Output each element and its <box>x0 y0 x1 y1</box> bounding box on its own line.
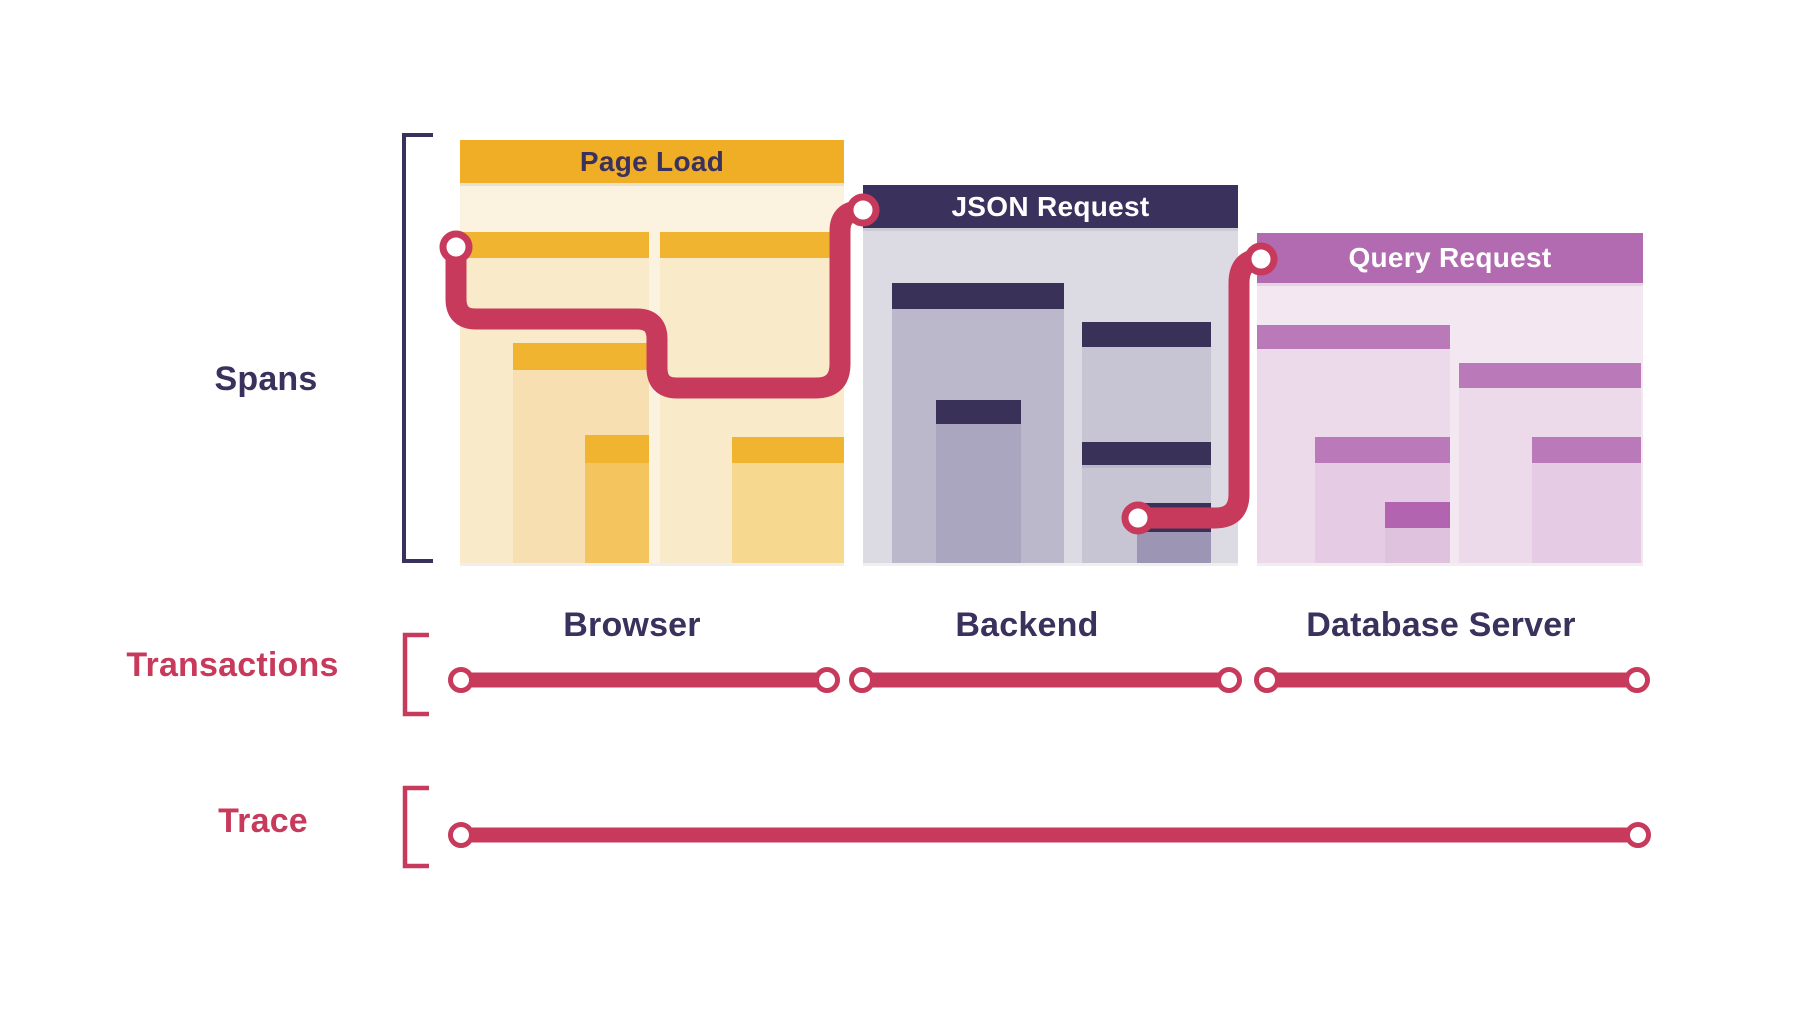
span-body <box>1532 463 1641 563</box>
query-request-transaction-card: Query Request <box>1257 233 1643 563</box>
page-load-title: Page Load <box>460 140 844 183</box>
json-request-transaction-card: JSON Request <box>863 185 1238 563</box>
span-bar <box>1082 442 1211 465</box>
span-body <box>1137 532 1211 563</box>
database-server-column-label: Database Server <box>1306 606 1576 644</box>
span-bar <box>1082 322 1211 347</box>
transactions-bracket <box>402 632 429 717</box>
span-body <box>1385 528 1450 563</box>
transaction-endpoint <box>1624 667 1650 693</box>
span-bar <box>460 232 649 258</box>
span-bar <box>936 400 1021 424</box>
span-bar <box>732 437 844 463</box>
span-bar <box>1532 437 1641 463</box>
transaction-endpoint <box>448 667 474 693</box>
query-request-title: Query Request <box>1257 233 1643 283</box>
backend-column-label: Backend <box>955 606 1099 644</box>
span-bar <box>1137 503 1211 532</box>
span-bar <box>1385 502 1450 528</box>
browser-column-label: Browser <box>563 606 701 644</box>
json-request-title: JSON Request <box>863 185 1238 228</box>
span-bar <box>660 232 844 258</box>
spans-section-label: Spans <box>214 360 318 398</box>
span-body <box>585 463 649 563</box>
span-body <box>936 424 1021 563</box>
span-bar <box>1315 437 1450 463</box>
trace-endpoint <box>448 822 474 848</box>
transaction-endpoint <box>849 667 875 693</box>
span-bar <box>1459 363 1641 388</box>
transactions-section-label: Transactions <box>126 646 339 684</box>
span-bar <box>513 343 649 370</box>
span-bar <box>1257 325 1450 349</box>
transaction-endpoint <box>1254 667 1280 693</box>
spans-bracket <box>402 133 433 563</box>
trace-endpoint <box>1625 822 1651 848</box>
trace-bracket <box>402 785 429 869</box>
transaction-endpoint <box>814 667 840 693</box>
span-bar <box>892 283 1064 309</box>
transaction-endpoint <box>1216 667 1242 693</box>
page-load-transaction-card: Page Load <box>460 140 844 563</box>
trace-section-label: Trace <box>218 802 308 840</box>
span-body <box>732 463 844 563</box>
span-bar <box>585 435 649 463</box>
